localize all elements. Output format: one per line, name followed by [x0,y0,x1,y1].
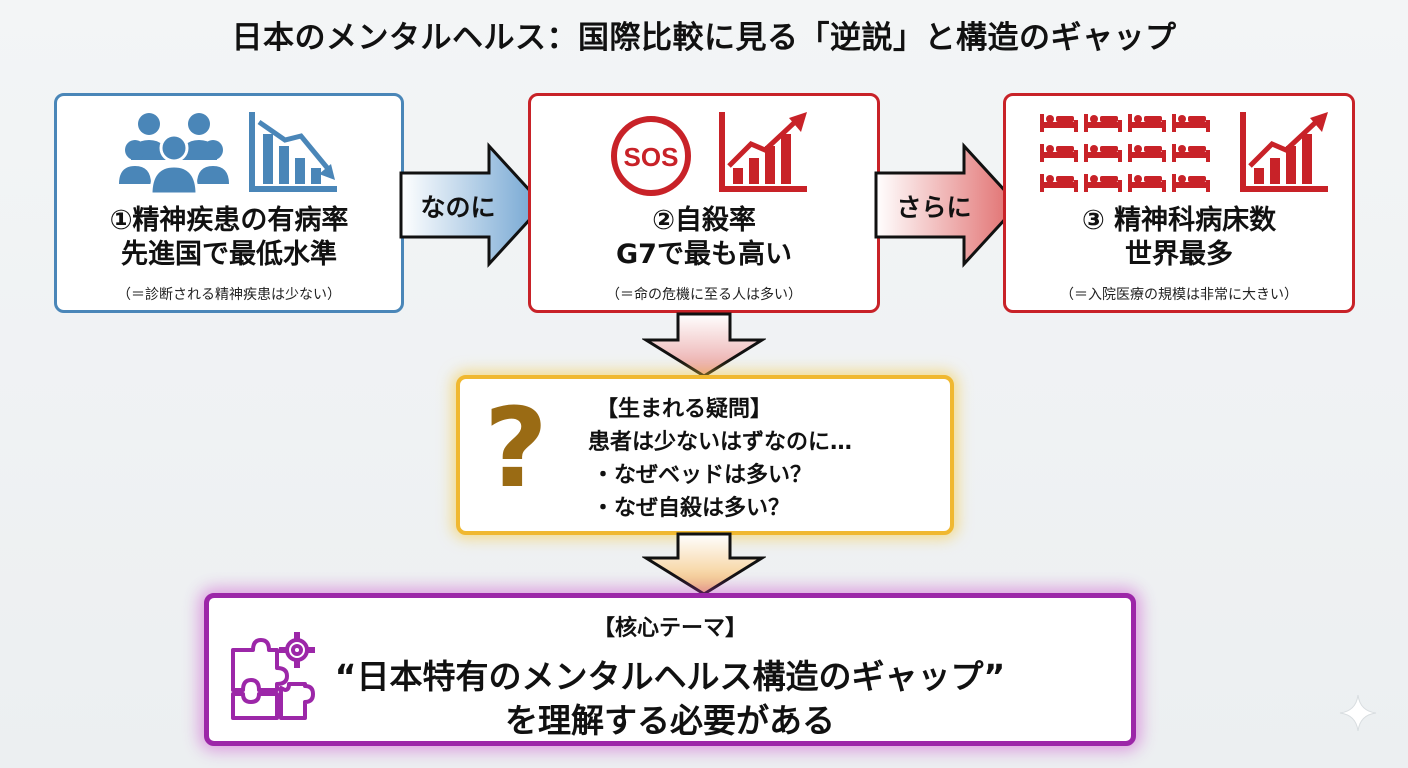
prevalence-box: ①精神疾患の有病率 先進国で最低水準 （＝診断される精神疾患は少ない） [54,93,404,313]
puzzle-gear-icon [231,632,315,720]
suicide-note: （＝命の危機に至る人は多い） [606,287,802,303]
prevalence-note: （＝診断される精神疾患は少ない） [117,287,341,303]
rising-chart-icon [1240,112,1328,192]
sos-icon: SOS [611,116,691,196]
connector-label-2: さらに [896,193,972,222]
question-box: ? 【生まれる疑問】 患者は少ないはずなのに… ・なぜベッドは多い？ ・なぜ自殺… [456,375,954,535]
question-mark-icon: ? [484,384,548,512]
suicide-line1: ②自殺率 [652,205,756,236]
page-title: 日本のメンタルヘルス：国際比較に見る「逆説」と構造のギャップ [231,20,1177,56]
sparkle-icon [1339,694,1377,732]
people-group-icon [119,113,229,194]
connector-label-1: なのに [420,193,496,222]
core-line2: を理解する必要がある [505,701,835,740]
connector-arrow-2 [874,142,1021,268]
svg-text:SOS: SOS [624,142,679,172]
beds-box: ③ 精神科病床数 世界最多 （＝入院医療の規模は非常に大きい） [1003,93,1355,313]
suicide-headline: ②自殺率 G7で最も高い [531,204,877,272]
suicide-line2: G7で最も高い [616,239,792,270]
connector-arrow-1 [399,142,546,268]
beds-line2: 世界最多 [1125,239,1233,270]
hospital-beds-icon [1040,114,1210,192]
beds-line1: ③ 精神科病床数 [1081,205,1277,236]
core-line1: “日本特有のメンタルヘルス構造のギャップ” [334,657,1006,696]
prevalence-line1: ①精神疾患の有病率 [109,205,349,236]
down-arrow-1 [642,312,766,378]
beds-note: （＝入院医療の規模は非常に大きい） [1060,287,1298,303]
question-line2: ・なぜベッドは多い？ [592,463,813,488]
prevalence-line2: 先進国で最低水準 [121,239,337,270]
down-arrow-2 [642,532,766,596]
core-heading: 【核心テーマ】 [592,616,747,641]
core-theme-box: 【核心テーマ】 “日本特有のメンタルヘルス構造のギャップ” を理解する必要がある [204,593,1136,746]
question-line1: 患者は少ないはずなのに… [588,430,853,455]
question-text: 【生まれる疑問】 患者は少ないはずなのに… ・なぜベッドは多い？ ・なぜ自殺は多… [588,393,852,525]
suicide-box: SOS ②自殺率 G7で最も高い （＝命の危機に至る人は多い） [528,93,880,313]
declining-chart-icon [249,112,337,192]
prevalence-headline: ①精神疾患の有病率 先進国で最低水準 [57,204,401,272]
beds-headline: ③ 精神科病床数 世界最多 [1006,204,1352,272]
question-line3: ・なぜ自殺は多い？ [592,496,791,521]
rising-chart-icon [719,112,807,192]
question-heading: 【生まれる疑問】 [596,397,773,422]
